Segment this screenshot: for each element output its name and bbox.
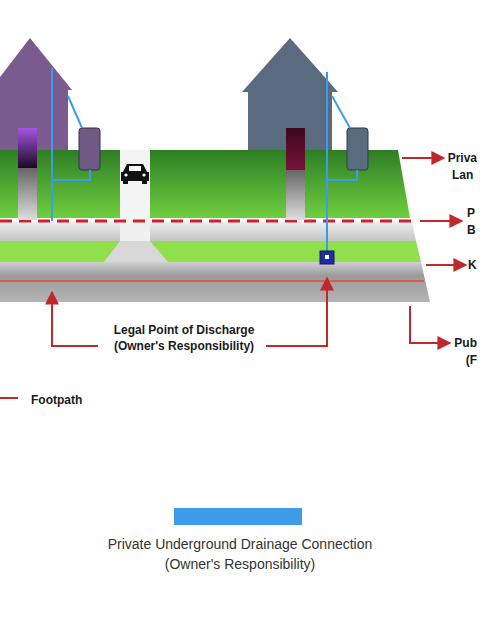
legend-swatch <box>174 508 302 525</box>
region-label: Pub <box>454 335 477 351</box>
region-label: Lan <box>452 167 473 183</box>
legend-text: Private Underground Drainage Connection … <box>90 534 390 574</box>
region-label: K <box>468 257 477 273</box>
region-label: B <box>467 222 476 238</box>
region-label: P <box>467 205 475 221</box>
callout-label: Legal Point of Discharge (Owner's Respon… <box>106 322 262 354</box>
legend-text: Footpath <box>31 390 82 410</box>
region-label: Priva <box>448 150 477 166</box>
region-label: (F <box>466 352 477 368</box>
legend-line-sample <box>0 397 18 399</box>
